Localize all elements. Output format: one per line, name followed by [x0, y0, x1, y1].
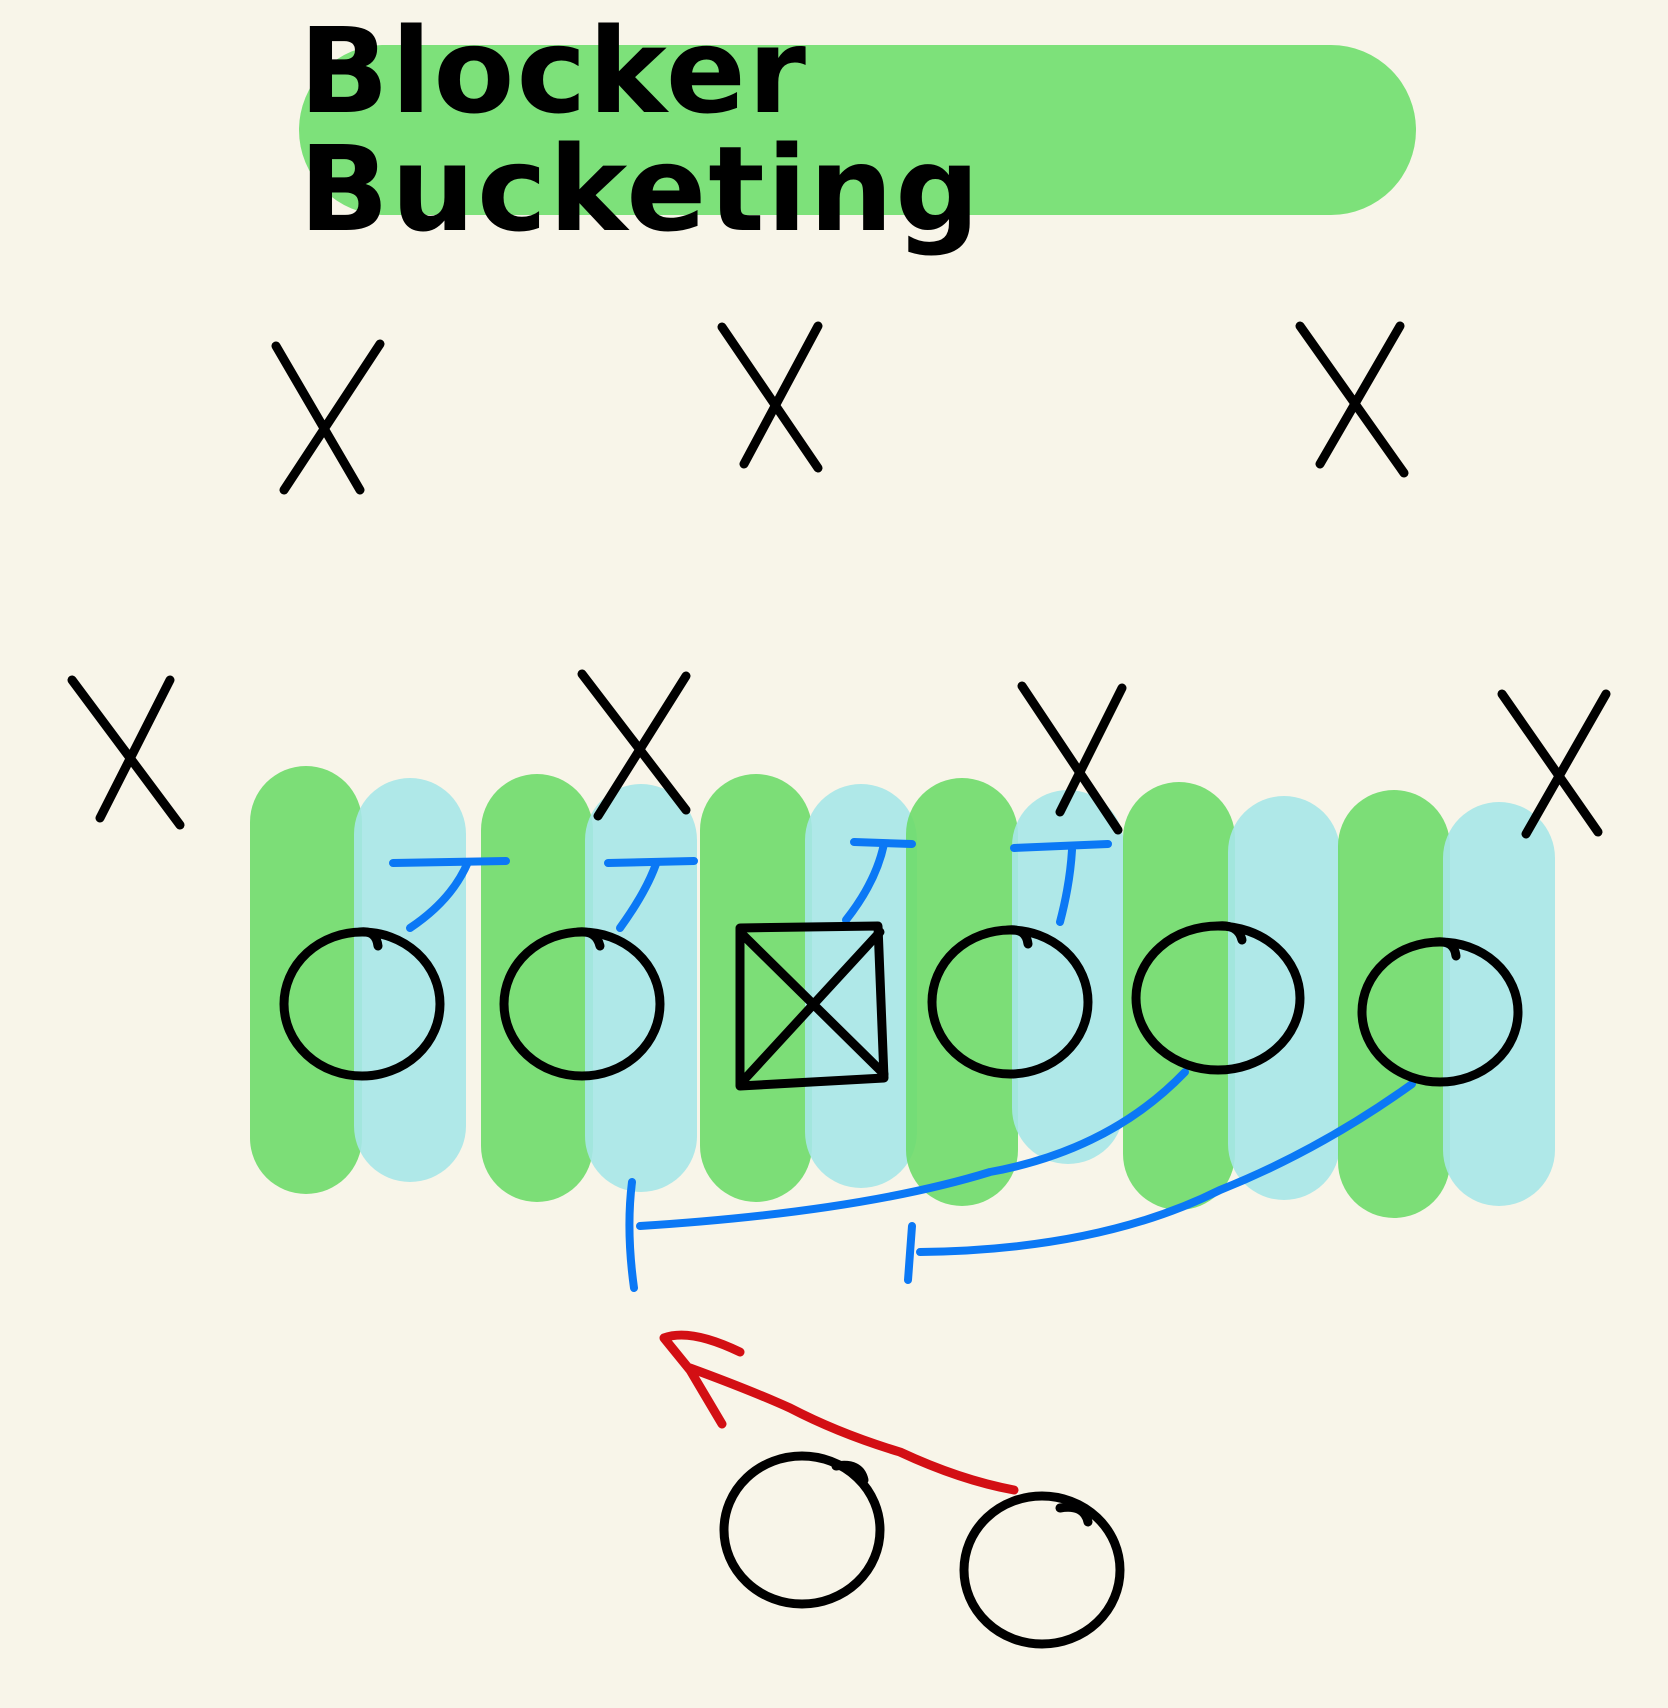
diagram-title: Blocker Bucketing — [299, 2, 982, 258]
block-line-icon — [636, 1068, 1189, 1230]
defender-x-icon — [1295, 321, 1409, 478]
bucket-green-1 — [250, 766, 362, 1194]
block-line-icon — [904, 1222, 916, 1284]
defender-x-icon — [717, 321, 823, 473]
block-assignments — [389, 838, 1416, 1292]
lineman-circle-icon — [1357, 937, 1523, 1087]
block-line-icon — [850, 838, 916, 848]
backfield — [719, 1451, 1125, 1649]
block-line-icon — [389, 857, 510, 867]
defender-x-icon — [271, 339, 385, 495]
block-line-icon — [604, 857, 698, 867]
bucket-green-4 — [906, 778, 1018, 1206]
run-path — [659, 1330, 1019, 1495]
back-circle-icon — [719, 1451, 885, 1609]
lineman-circle-icon — [279, 927, 445, 1081]
block-line-icon — [406, 858, 472, 932]
defender-x-icon — [67, 675, 185, 830]
center-square-icon — [735, 921, 889, 1091]
bucket-blue-6 — [1443, 802, 1555, 1206]
bucket-blue-3 — [805, 784, 917, 1188]
block-line-icon — [1010, 840, 1112, 852]
defender-x-icon — [1017, 681, 1127, 835]
bucket-blue-1 — [354, 778, 466, 1182]
bucket-green-3 — [700, 774, 812, 1202]
defender-x-icon — [577, 669, 691, 821]
lineman-circle-icon — [1131, 921, 1305, 1075]
block-line-icon — [916, 1080, 1416, 1256]
lineman-circle-icon — [499, 927, 665, 1081]
lineman-circle-icon — [927, 925, 1093, 1079]
blocking-buckets — [250, 766, 1555, 1218]
bucket-blue-2 — [585, 784, 697, 1192]
run-arrow-icon — [659, 1330, 745, 1429]
defenders — [67, 321, 1611, 839]
offensive-line — [279, 921, 1523, 1091]
bucket-green-6 — [1338, 790, 1450, 1218]
block-line-icon — [1056, 846, 1076, 926]
bucket-blue-5 — [1228, 796, 1340, 1200]
block-line-icon — [616, 860, 660, 932]
bucket-green-2 — [481, 774, 593, 1202]
title-pill: Blocker Bucketing — [299, 12, 1416, 248]
defender-x-icon — [1497, 689, 1611, 839]
block-line-icon — [842, 840, 888, 924]
block-line-icon — [625, 1178, 638, 1292]
back-circle-icon — [959, 1491, 1125, 1649]
run-arrow-icon — [685, 1363, 1019, 1495]
